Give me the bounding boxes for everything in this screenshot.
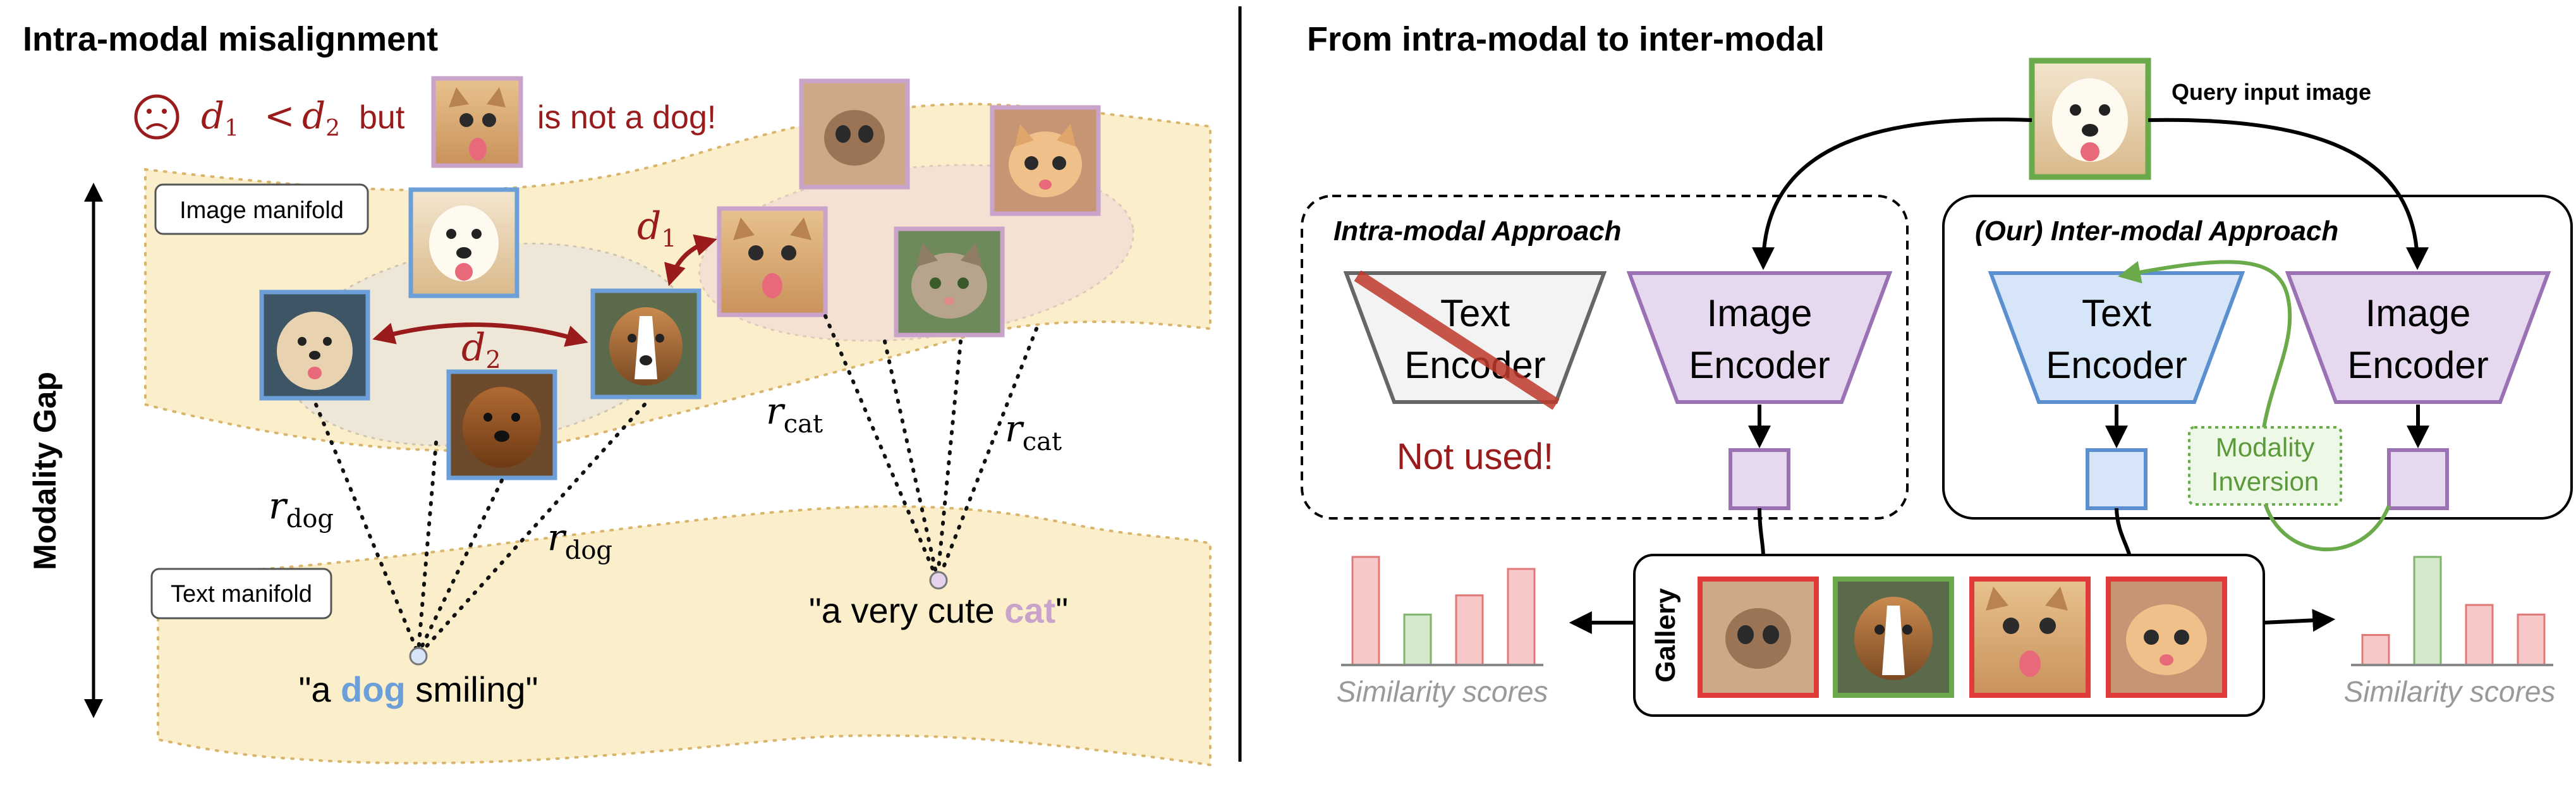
dog-text-embedding-point [409, 647, 428, 666]
inter-similarity-label: Similarity scores [2344, 675, 2556, 708]
query-to-intra-arrow [1752, 117, 2032, 271]
dog-caption: "a dog smiling" [299, 669, 538, 709]
inter-similarity-bar-1 [2361, 634, 2390, 666]
svg-text:Image: Image [1707, 292, 1813, 334]
gallery-cat-kitten [2106, 577, 2227, 698]
intra-similarity-bar-2 [1403, 613, 1432, 666]
modality-inversion-line2: Inversion [2211, 467, 2319, 496]
d1-label: d1 [637, 204, 677, 252]
right-panel-title: From intra-modal to inter-modal [1307, 20, 1825, 58]
gallery-dog-beagle [1833, 577, 1954, 698]
modality-gap-label: Modality Gap [27, 372, 63, 570]
d1-arrow [664, 234, 717, 286]
inter-similarity-bar-3 [2465, 604, 2494, 666]
statement-end: is not a dog! [537, 99, 716, 136]
inter-similarity-bar-2 [2413, 556, 2442, 666]
d1-symbol-statement: d1 [201, 94, 239, 142]
not-used-label: Not used! [1397, 436, 1553, 477]
svg-text:Text: Text [1440, 292, 1510, 334]
inter-modal-box [1942, 195, 2573, 520]
gallery-label: Gallery [1650, 588, 1681, 683]
r-cat-label-right: rcat [1005, 407, 1062, 456]
intra-similarity-bar-3 [1455, 594, 1484, 666]
image-manifold-label-box [154, 183, 369, 235]
intra-text-encoder: Text Encoder [1343, 270, 1607, 410]
gallery-to-inter-scores-arrow [2263, 609, 2336, 632]
intra-similarity-bar-1 [1351, 556, 1380, 666]
strike-through-icon [1354, 270, 1560, 410]
svg-text:Text: Text [2082, 292, 2151, 334]
dog-image-golden-retriever [408, 187, 519, 298]
intra-similarity-label: Similarity scores [1337, 675, 1548, 708]
inter-similarity-bars [2361, 556, 2546, 666]
d2-symbol-statement: d2 [302, 94, 340, 142]
gallery-cat-tongue [1969, 577, 2091, 698]
modality-inversion-arrow [2117, 260, 2391, 552]
d2-label: d2 [461, 326, 501, 374]
modality-inversion-line1: Modality [2216, 432, 2314, 462]
dog-image-shih-tzu [259, 290, 370, 401]
inter-text-encoder: Text Encoder [1988, 271, 2245, 404]
intra-image-embedding [1728, 448, 1790, 510]
inter-similarity-bar-4 [2517, 613, 2546, 666]
intra-similarity-bar-4 [1507, 568, 1536, 666]
text-manifold-label: Text manifold [171, 581, 312, 607]
statement-but: but [359, 99, 405, 136]
svg-text:Encoder: Encoder [2347, 344, 2488, 386]
inter-to-gallery-line [2115, 508, 2132, 557]
gallery-cat-hooded [1698, 577, 1819, 698]
modality-inversion-box [2188, 426, 2342, 506]
dog-similarity-lines [314, 403, 647, 653]
intra-modal-box [1301, 195, 1909, 520]
cat-image-tongue [717, 206, 828, 317]
svg-text:Image: Image [2366, 292, 2471, 334]
r-dog-label-left: rdog [269, 484, 334, 534]
intra-image-encoder: Image Encoder [1626, 271, 1893, 404]
cat-text-embedding-point [929, 571, 948, 590]
inter-text-embedding [2086, 448, 2148, 510]
inter-image-encoder: Image Encoder [2285, 271, 2551, 404]
svg-text:Encoder: Encoder [1689, 344, 1830, 386]
intra-to-gallery-line [1758, 508, 1765, 557]
cat-similarity-lines [823, 314, 1038, 577]
query-image [2029, 58, 2151, 180]
query-to-inter-arrow [2148, 118, 2429, 271]
statement-cat-image [431, 76, 523, 168]
image-manifold-label: Image manifold [179, 197, 344, 224]
text-manifold [157, 505, 1212, 767]
dog-image-brown-puppy [446, 369, 557, 480]
svg-text:Encoder: Encoder [2046, 344, 2187, 386]
cat-image-kitten [990, 105, 1101, 216]
text-manifold-label-box [150, 568, 332, 619]
r-cat-label-left: rcat [766, 389, 823, 439]
inter-image-embedding [2387, 448, 2449, 510]
d2-arrow [372, 322, 588, 347]
r-dog-label-right: rdog [547, 516, 612, 565]
left-panel-title: Intra-modal misalignment [23, 20, 438, 58]
cat-image-hooded [799, 78, 910, 190]
intra-similarity-bars [1351, 556, 1536, 666]
cat-caption: "a very cute cat" [809, 590, 1068, 630]
cat-image-tabby [894, 226, 1005, 338]
inter-modal-title: (Our) Inter-modal Approach [1975, 216, 2338, 247]
query-label: Query input image [2172, 79, 2371, 105]
less-than-symbol: < [264, 94, 295, 137]
sad-face-icon [134, 94, 179, 140]
dog-image-beagle [590, 288, 702, 400]
intra-modal-title: Intra-modal Approach [1334, 216, 1622, 247]
